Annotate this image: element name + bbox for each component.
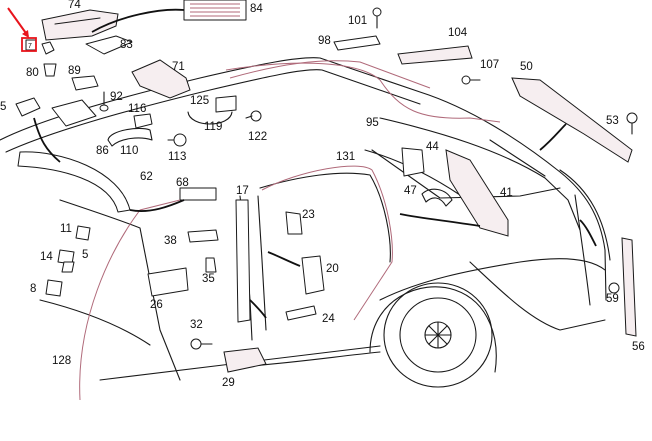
- grab-handle-86: [51, 99, 97, 127]
- handle-119: [187, 111, 233, 125]
- pillar-17: [235, 199, 251, 323]
- bracket-5-top: [15, 97, 41, 117]
- callout-122[interactable]: 122: [248, 131, 267, 143]
- screw-101: [372, 7, 382, 29]
- strip-24: [285, 305, 317, 321]
- callout-24[interactable]: 24: [322, 313, 335, 325]
- clip-11: [75, 225, 91, 241]
- callout-84[interactable]: 84: [250, 3, 263, 15]
- callout-110[interactable]: 110: [120, 145, 138, 157]
- mirror-cover-83: [85, 35, 133, 55]
- part-125: [215, 95, 237, 113]
- callout-44[interactable]: 44: [426, 141, 439, 153]
- info-label-84: [183, 0, 247, 21]
- screw-32: [190, 338, 213, 350]
- callout-47[interactable]: 47: [404, 185, 417, 197]
- plug-122: [245, 110, 262, 122]
- callout-101[interactable]: 101: [348, 15, 367, 27]
- strip-104: [397, 45, 473, 65]
- trim-50: [511, 77, 633, 163]
- callout-17[interactable]: 17: [236, 185, 249, 197]
- plug-113: [167, 133, 187, 147]
- callouts: 7 74 84 101 104 98 83 80 89 71 107 50 92…: [0, 0, 645, 389]
- cap-80: [43, 63, 57, 77]
- callout-8[interactable]: 8: [30, 283, 36, 295]
- cover-20: [301, 255, 325, 295]
- callout-50[interactable]: 50: [520, 61, 533, 73]
- callout-80[interactable]: 80: [26, 67, 39, 79]
- seal-128: [79, 199, 181, 401]
- callout-125[interactable]: 125: [190, 95, 209, 107]
- callout-14[interactable]: 14: [40, 251, 53, 263]
- callout-7[interactable]: 7: [28, 43, 32, 50]
- callout-104[interactable]: 104: [448, 27, 468, 39]
- callout-59[interactable]: 59: [606, 293, 619, 305]
- screw-92: [99, 91, 109, 112]
- callout-38[interactable]: 38: [164, 235, 177, 247]
- callout-20[interactable]: 20: [326, 263, 339, 275]
- callout-53[interactable]: 53: [606, 115, 619, 127]
- callout-116[interactable]: 116: [128, 103, 146, 115]
- callout-23[interactable]: 23: [302, 209, 315, 221]
- trim-56: [621, 237, 637, 337]
- bracket-44: [401, 147, 425, 177]
- callout-95[interactable]: 95: [366, 117, 379, 129]
- callout-92[interactable]: 92: [110, 91, 123, 103]
- car-body: [0, 57, 611, 388]
- clip-35: [205, 257, 217, 273]
- callout-83[interactable]: 83: [120, 39, 133, 51]
- screw-53: [626, 112, 638, 135]
- part-116: [133, 113, 153, 129]
- callout-11[interactable]: 11: [60, 223, 72, 235]
- callout-56[interactable]: 56: [632, 341, 645, 353]
- retainer-89: [71, 75, 99, 91]
- rear-wheel: [383, 282, 493, 388]
- vent-68: [179, 187, 217, 201]
- sunvisor-71: [131, 59, 191, 99]
- callout-107[interactable]: 107: [480, 59, 499, 71]
- callout-41[interactable]: 41: [500, 187, 513, 199]
- callout-62[interactable]: 62: [140, 171, 153, 183]
- callout-113[interactable]: 113: [168, 151, 186, 163]
- arrows: [33, 8, 597, 319]
- seal-131: [261, 165, 393, 321]
- clip-part-small: [41, 41, 55, 55]
- callout-32[interactable]: 32: [190, 319, 203, 331]
- callout-128[interactable]: 128: [52, 355, 71, 367]
- callout-89[interactable]: 89: [68, 65, 81, 77]
- hinge-23: [285, 211, 303, 235]
- clip-8: [45, 279, 63, 297]
- sunvisor-74: [41, 9, 119, 41]
- bracket-26: [147, 267, 189, 297]
- callout-29[interactable]: 29: [222, 377, 235, 389]
- callout-86[interactable]: 86: [96, 145, 109, 157]
- clip-5-lower: [61, 261, 75, 273]
- callout-71[interactable]: 71: [172, 61, 185, 73]
- callout-35[interactable]: 35: [202, 273, 215, 285]
- callout-68[interactable]: 68: [176, 177, 189, 189]
- strip-98: [333, 35, 381, 51]
- handle-38: [187, 229, 219, 243]
- roof-rail-95: [225, 62, 501, 123]
- trim-41: [445, 149, 509, 237]
- sill-29: [223, 347, 267, 373]
- handle-110: [107, 127, 153, 147]
- callout-74[interactable]: 74: [68, 0, 81, 11]
- clip-59: [608, 282, 620, 294]
- roof-liner-62: [17, 151, 131, 213]
- callout-98[interactable]: 98: [318, 35, 331, 47]
- callout-26[interactable]: 26: [150, 299, 163, 311]
- callout-119[interactable]: 119: [204, 121, 222, 133]
- callout-131[interactable]: 131: [336, 151, 355, 163]
- callout-5-lower[interactable]: 5: [82, 249, 88, 261]
- highlight-arrow: [7, 7, 37, 52]
- callout-5-top[interactable]: 5: [0, 101, 6, 113]
- hook-47: [421, 188, 453, 207]
- screw-107: [461, 75, 481, 85]
